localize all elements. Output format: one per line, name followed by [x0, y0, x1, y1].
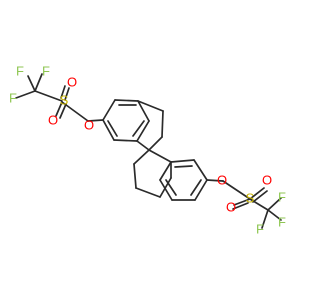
bond-right-s-o-left-double — [232, 202, 249, 210]
atom-label-f: F — [9, 90, 17, 105]
bond-right-s-o-left — [233, 198, 251, 206]
bond-left-o-ring — [87, 119, 104, 122]
molecule-structure: F F F S O O O O S O O F F F — [9, 63, 286, 236]
bond-ring2-b — [193, 159, 208, 181]
bond-spiro-right-top — [148, 149, 172, 163]
atom-label-s: S — [60, 92, 69, 107]
bond-ring2-c — [194, 179, 208, 201]
bond-cf3-right-f1 — [267, 197, 282, 211]
bond-ring2-a — [170, 159, 195, 163]
bond-ring2-e — [159, 179, 173, 201]
bond-right-s-o-right — [249, 187, 265, 200]
bond-ring1-a — [102, 99, 116, 121]
bond-left-s-o-bottom-double — [59, 103, 67, 119]
bond-ring2-double-3 — [165, 179, 177, 196]
bond-cyclo1-c — [148, 136, 163, 151]
bond-ring2-double-2 — [190, 179, 202, 196]
bond-ring2-double-1 — [174, 165, 193, 168]
bond-right-s-cf3 — [249, 198, 269, 211]
bond-cyclo2-a — [133, 163, 137, 189]
bond-cyclo1-d — [136, 140, 150, 151]
bond-cf3-right-f2 — [267, 209, 282, 221]
atom-label-s: S — [246, 190, 255, 205]
bond-cyclo1-a — [137, 100, 164, 112]
bond-right-o-s — [222, 180, 251, 200]
molecule-diagram: F F F S O O O O S O O F F F — [9, 63, 287, 237]
bond-ring1-f — [102, 119, 115, 141]
bond-right-s-o-right-double — [252, 190, 268, 203]
bond-ring1-e — [113, 139, 138, 142]
bond-ring2-f — [159, 161, 172, 181]
atom-label-o: O — [48, 112, 58, 127]
bond-left-s-o-top-double — [60, 85, 66, 99]
atom-label-o: O — [217, 172, 227, 187]
bond-ring1-d — [136, 120, 150, 142]
bond-cyclo2-c — [159, 177, 172, 198]
bond-cf3-left-f3 — [34, 73, 43, 92]
bond-spiro-left-bottom — [133, 149, 150, 165]
bond-cyclo1-b — [161, 110, 164, 138]
atom-label-f: F — [42, 63, 50, 78]
bond-cf3-left-f1 — [27, 75, 36, 92]
atom-label-f: F — [256, 221, 264, 236]
bond-cf3-left-s — [34, 90, 63, 102]
atom-label-f: F — [16, 63, 24, 78]
atom-label-o: O — [226, 199, 236, 214]
bond-cf3-left-f2 — [15, 90, 36, 99]
bond-left-s-o-bottom — [55, 101, 63, 117]
bond-right-ring-o — [206, 179, 224, 182]
atom-label-f: F — [278, 189, 286, 204]
atom-label-f: F — [278, 214, 286, 229]
bond-cf3-right-f3 — [261, 209, 269, 229]
bond-ring1-double-3 — [132, 120, 145, 137]
bond-cyclo2-b — [135, 187, 161, 198]
bond-ring1-double-2 — [107, 120, 118, 137]
bond-left-s-o-top — [64, 87, 70, 101]
bond-ring1-c — [137, 100, 150, 122]
atom-label-o: O — [84, 117, 94, 132]
atom-label-o: O — [262, 172, 272, 187]
bond-ring1-b — [114, 99, 139, 102]
atom-label-o: O — [67, 74, 77, 89]
bond-left-s-o-link — [61, 101, 89, 122]
